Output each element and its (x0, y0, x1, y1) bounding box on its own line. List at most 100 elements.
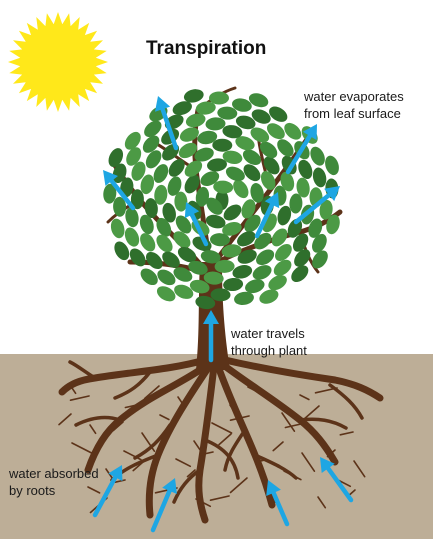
root-label-line-1: water absorbed (9, 466, 99, 481)
root (172, 468, 202, 504)
arrow-icon (184, 202, 209, 247)
leaf (195, 295, 216, 310)
leaf (275, 244, 292, 261)
leaf (260, 171, 276, 190)
leaf (157, 269, 176, 286)
root-hair (326, 449, 336, 458)
leaf (195, 101, 216, 115)
leaf-label-line-2: from leaf surface (304, 106, 401, 121)
leaf (268, 275, 287, 291)
arrow-head (266, 480, 281, 496)
leaf (243, 164, 261, 182)
root-hair (272, 441, 284, 452)
stem-transport-label: water travels through plant (231, 325, 307, 359)
arrow-head (302, 124, 317, 141)
root (145, 361, 214, 519)
leaf (308, 218, 323, 238)
arrow-icon (320, 457, 354, 503)
leaf (156, 286, 176, 302)
leaf (131, 161, 146, 181)
leaf (154, 184, 168, 205)
leaf (192, 236, 212, 251)
root-hair (209, 495, 230, 502)
leaf (250, 183, 264, 203)
stem-label-line-1: water travels (231, 326, 305, 341)
leaf (312, 167, 327, 188)
root-hair (87, 486, 101, 494)
root-hair (71, 442, 93, 454)
root-hair (353, 460, 366, 478)
root-hair (283, 470, 302, 481)
leaf (129, 248, 146, 267)
root-hair (211, 422, 233, 434)
leaf (232, 265, 253, 279)
leaf (173, 231, 191, 248)
leaf (223, 204, 242, 221)
leaf (269, 106, 288, 122)
leaf-evaporation-label: water evaporates from leaf surface (304, 88, 404, 122)
root-hair (186, 469, 196, 478)
root-hair (58, 413, 72, 426)
leaf (235, 136, 255, 151)
root (298, 417, 348, 430)
leaf (179, 127, 199, 142)
root (74, 415, 122, 427)
root-hair (123, 450, 142, 461)
root-hair (141, 432, 156, 453)
leaf (222, 222, 242, 236)
leaf (263, 156, 280, 175)
arrow-shaft (160, 106, 179, 151)
leaf (200, 171, 220, 186)
leaf (108, 148, 124, 168)
leaf (291, 265, 309, 283)
arrow-head (162, 478, 177, 494)
arrow-icon (254, 192, 280, 239)
arrow-head (184, 202, 200, 219)
arrow-head (108, 465, 123, 482)
sun-disc (20, 24, 96, 100)
arrow-icon (203, 310, 219, 363)
leaf (168, 159, 185, 177)
leaf (241, 199, 256, 219)
leaf (312, 233, 327, 253)
leaf (174, 191, 188, 212)
leaf (326, 214, 340, 235)
leaf (214, 259, 235, 273)
arrow-shaft (271, 490, 290, 527)
arrow-icon (103, 170, 136, 211)
arrow-icon (285, 124, 317, 175)
root-hair (89, 424, 97, 435)
leaf (197, 130, 218, 145)
root-hair (199, 451, 214, 456)
arrow-head (103, 170, 118, 186)
leaf (287, 218, 303, 238)
root-hair (69, 395, 90, 402)
root (113, 370, 152, 400)
root-hair (281, 412, 296, 433)
root (328, 383, 364, 420)
root-hair (284, 423, 302, 429)
leaf (289, 193, 303, 214)
leaf (189, 279, 210, 294)
leaf (237, 231, 256, 247)
root-hair (317, 496, 327, 509)
root-absorption-label: water absorbed by roots (9, 465, 99, 499)
leaf (259, 289, 279, 304)
root-hair (254, 459, 266, 464)
leaf (277, 205, 292, 226)
leaf (145, 251, 163, 270)
leaf (162, 251, 180, 268)
leaf (225, 166, 245, 182)
leaf (207, 158, 227, 172)
leaf (294, 249, 311, 267)
leaf (312, 250, 328, 269)
root-hair (175, 458, 192, 468)
arrow-shaft (254, 202, 275, 239)
leaf (210, 288, 231, 302)
leaf (232, 98, 252, 112)
leaf (156, 234, 173, 253)
root-hair (314, 387, 338, 394)
leaf (142, 135, 160, 153)
leaf (284, 122, 302, 140)
